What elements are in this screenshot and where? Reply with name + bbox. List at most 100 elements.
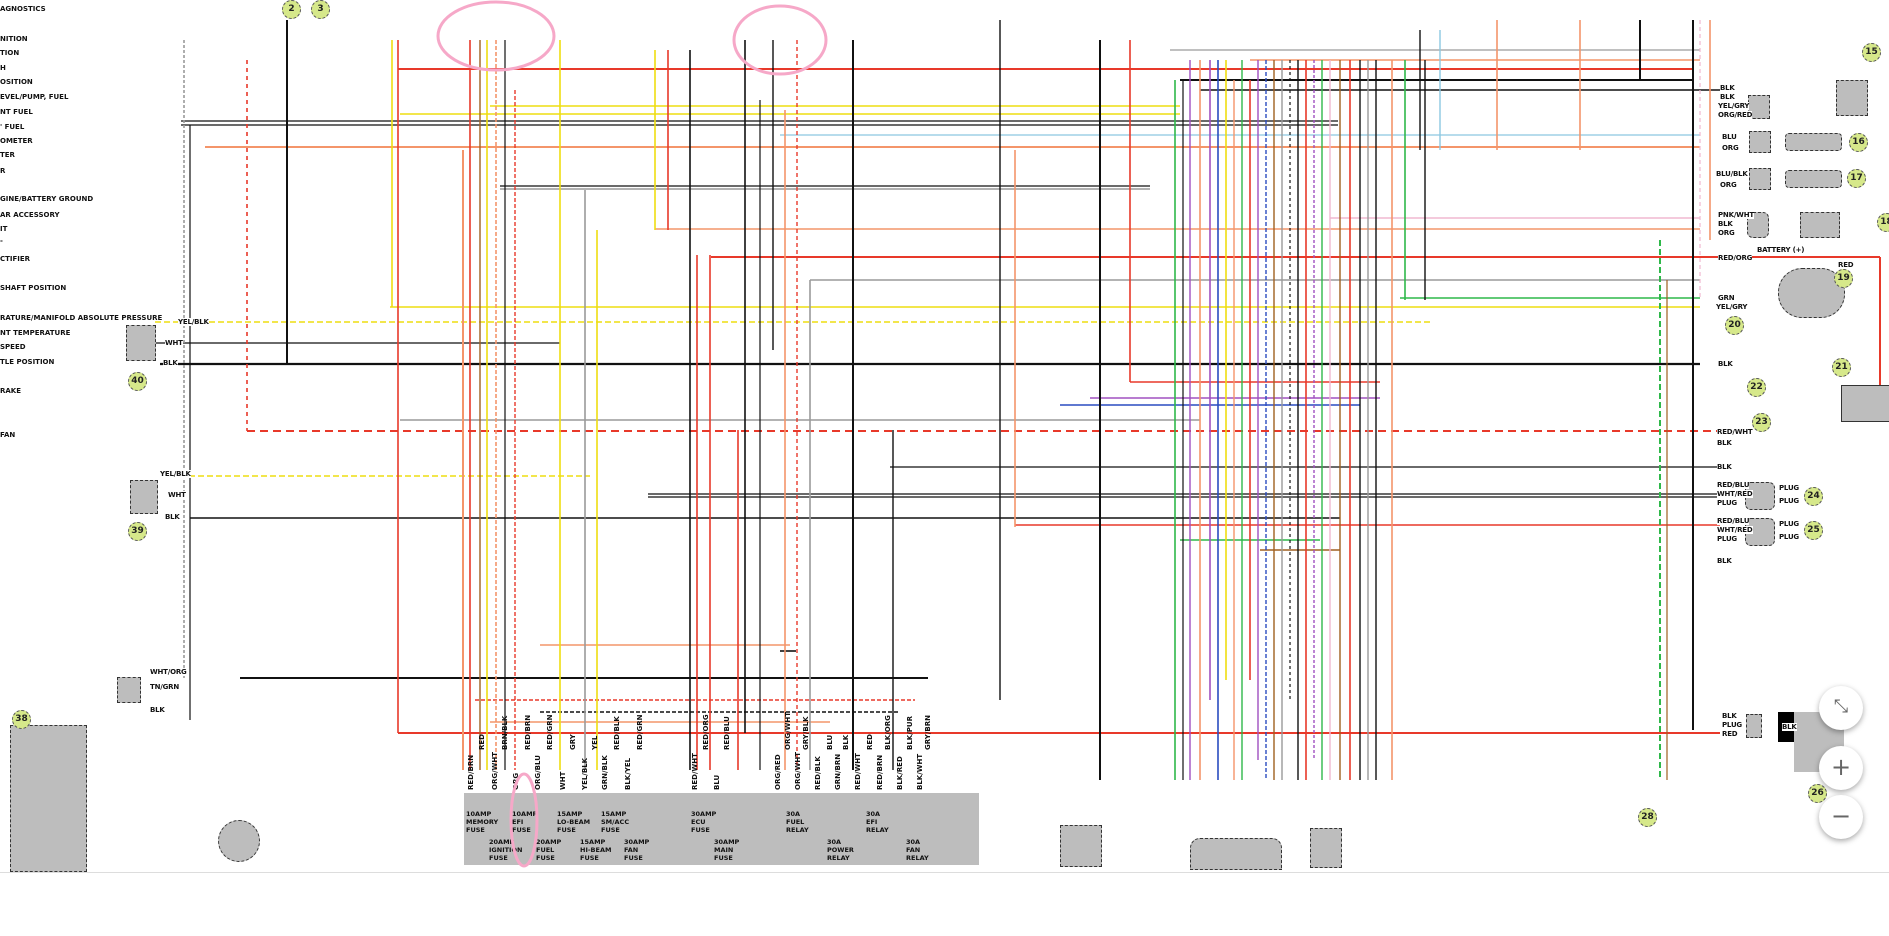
wire-color-label: PLUG	[1779, 497, 1799, 505]
connector-40	[126, 325, 156, 361]
component-number-badge: 26	[1808, 784, 1827, 803]
sensor-18	[1800, 212, 1840, 238]
fuse-amp: 30A	[786, 810, 801, 818]
fuse-amp: 30AMP	[624, 838, 650, 846]
component-number-badge: 23	[1752, 413, 1771, 432]
wire-color-label: GRN/BLK	[601, 755, 609, 790]
fuse-name: MEMORY	[466, 818, 499, 826]
wire-color-label: RED/BLU	[1717, 517, 1750, 525]
wire-color-label: BLK	[1718, 360, 1733, 368]
fuse-name: MAIN	[714, 846, 734, 854]
wire-color-label: RED/WHT	[1717, 428, 1753, 436]
component-number-badge: 24	[1804, 487, 1823, 506]
wire-color-label: YEL/GRY	[1718, 102, 1750, 110]
component-number-badge: 38	[12, 710, 31, 729]
component-number-badge: 3	[311, 0, 330, 19]
sensor-round	[218, 820, 260, 862]
collapse-button[interactable]: ⤡	[1819, 686, 1863, 730]
wire-color-label: RED/BRN	[524, 714, 532, 750]
fuse-amp: 20AMP	[536, 838, 562, 846]
wire-color-label: TN/GRN	[150, 683, 179, 691]
wire-color-label: GRY	[569, 734, 577, 750]
fuse-amp: 10AMP	[512, 810, 538, 818]
viewer-edge	[0, 872, 1889, 873]
zoom-out-button[interactable]: −	[1819, 795, 1863, 839]
fuse-name: HI-BEAM	[580, 846, 612, 854]
sensor-bottom-1	[1060, 825, 1102, 867]
wire-color-label: BLK	[150, 706, 165, 714]
wire-color-label: GRY/BRN	[924, 715, 932, 750]
sensor-15	[1836, 80, 1868, 116]
wire-color-label: GRN/BRN	[834, 753, 842, 790]
component-number-badge: 19	[1834, 269, 1853, 288]
wire-color-label: ORG/RED	[774, 754, 782, 790]
fuse-type: FUSE	[536, 854, 555, 862]
wire-color-label: BRN/BLK	[501, 715, 509, 750]
fuse-type: RELAY	[827, 854, 850, 862]
legend-item: NT TEMPERATURE	[0, 329, 71, 337]
wire-color-label: RED	[866, 734, 874, 750]
component-number-badge: 16	[1849, 133, 1868, 152]
wire-color-label: RED/BLU	[723, 716, 731, 750]
connector-39	[130, 480, 158, 514]
legend-item: SHAFT POSITION	[0, 284, 67, 292]
wire-color-label: YEL/GRY	[1716, 303, 1748, 311]
zoom-in-button[interactable]: +	[1819, 746, 1863, 790]
wire-color-label: RED/ORG	[702, 714, 710, 750]
legend-item: GINE/BATTERY GROUND	[0, 195, 94, 203]
fuse-type: FUSE	[580, 854, 599, 862]
component-number-badge: 39	[128, 522, 147, 541]
wire-color-label: BLK	[1720, 84, 1735, 92]
connector-17	[1749, 168, 1771, 190]
fuse-type: FUSE	[714, 854, 733, 862]
wire-color-label: ORG/RED	[1718, 111, 1753, 119]
component-number-badge: 20	[1725, 316, 1744, 335]
sensor-bottom-3	[1310, 828, 1342, 868]
wire-color-label: ORG/WHT	[784, 712, 792, 750]
wire-color-label: RED/BRN	[876, 754, 884, 790]
fuse-amp: 30A	[827, 838, 842, 846]
fuse-type: RELAY	[866, 826, 889, 834]
wire-color-label: RED	[478, 734, 486, 750]
wire-color-label: BLU	[826, 734, 834, 750]
wire-color-label: GRN	[1718, 294, 1735, 302]
connector-16	[1749, 131, 1771, 153]
sensor-16	[1785, 133, 1842, 151]
ignition-coil-25	[1745, 518, 1775, 546]
fuse-name: FUEL	[536, 846, 555, 854]
wire-color-label: BLK/WHT	[916, 753, 924, 790]
wire-color-label: PNK/WHT	[1718, 211, 1754, 219]
fuse-amp: 15AMP	[557, 810, 583, 818]
legend-item: TLE POSITION	[0, 358, 55, 366]
wire-color-label: ORG/WHT	[491, 752, 499, 790]
wire-color-label: YEL/BLK	[160, 470, 191, 478]
fuse-type: FUSE	[466, 826, 485, 834]
fuse-relay-box	[464, 793, 979, 865]
legend-item: AR ACCESSORY	[0, 211, 60, 219]
wire-color-label: WHT/RED	[1717, 490, 1753, 498]
legend-item: H	[0, 64, 6, 72]
fuse-type: FUSE	[512, 826, 531, 834]
wire-color-label: BLK	[1722, 712, 1737, 720]
wire-color-label: BLK	[163, 359, 178, 367]
wire-color-label: WHT	[559, 771, 567, 790]
fuse-type: FUSE	[557, 826, 576, 834]
fuse-name: FUEL	[786, 818, 805, 826]
fuse-name: FAN	[624, 846, 639, 854]
wire-color-label: WHT	[165, 339, 183, 347]
fuse-amp: 10AMP	[466, 810, 492, 818]
legend-item: SPEED	[0, 343, 26, 351]
fuse-type: FUSE	[601, 826, 620, 834]
legend-item: AGNOSTICS	[0, 5, 46, 13]
component-number-badge: 40	[128, 372, 147, 391]
fuse-name: EFI	[512, 818, 524, 826]
fuse-name: FAN	[906, 846, 921, 854]
wire-color-label: ORG/WHT	[794, 752, 802, 790]
